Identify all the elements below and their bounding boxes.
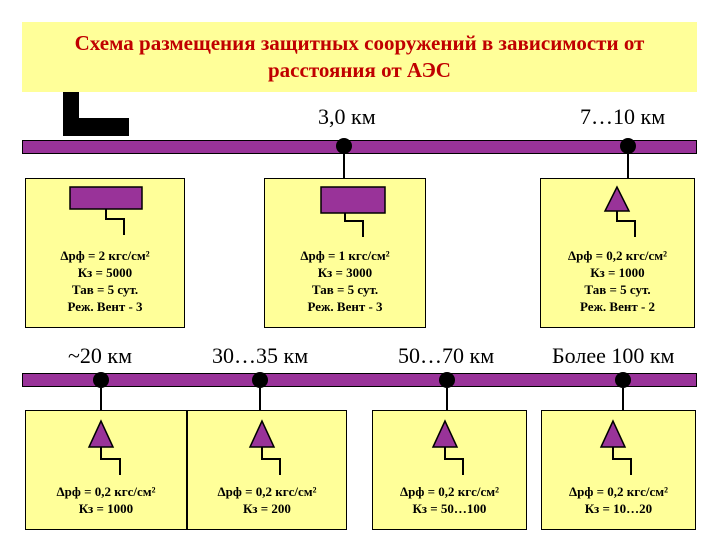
top-rail-node-1 <box>336 138 352 154</box>
top-distance-rail <box>22 140 697 154</box>
shelter-pressure: Δpф = 1 кгс/см² <box>300 248 390 263</box>
bottom-connector-1 <box>100 388 102 410</box>
shelter-ventilation-mode: Реж. Вент - 3 <box>307 299 383 314</box>
shelter-autonomy: Тав = 5 сут. <box>584 282 651 297</box>
top-connector-2 <box>343 154 345 178</box>
shelter-protection-factor: Кз = 10…20 <box>584 501 653 516</box>
shelter-pressure: Δpф = 0,2 кгс/см² <box>56 484 156 499</box>
triangle-shelter-icon <box>431 419 464 475</box>
shelter-ventilation-mode: Реж. Вент - 2 <box>579 299 656 314</box>
shelter-protection-factor: Кз = 1000 <box>590 265 645 280</box>
shelter-card-bottom-4: Δpф = 0,2 кгс/см² Кз = 10…20 <box>541 410 696 530</box>
diagram-title: Схема размещения защитных сооружений в з… <box>22 22 697 92</box>
shelter-protection-factor: Кз = 50…100 <box>412 501 487 516</box>
shelter-ventilation-mode: Реж. Вент - 3 <box>67 299 143 314</box>
bottom-rail-node-1 <box>93 372 109 388</box>
shelter-protection-factor: Кз = 5000 <box>77 265 133 280</box>
top-connector-3 <box>627 154 629 178</box>
shelter-protection-factor: Кз = 200 <box>243 501 291 516</box>
shelter-card-top-2: Δpф = 1 кгс/см² Кз = 3000 Тав = 5 сут. Р… <box>264 178 426 328</box>
bottom-connector-3 <box>446 388 448 410</box>
rectangle-shelter-icon <box>320 186 386 237</box>
bottom-rail-node-2 <box>252 372 268 388</box>
top-rail-node-2 <box>620 138 636 154</box>
shelter-pressure: Δpф = 0,2 кгс/см² <box>217 484 317 499</box>
shelter-pressure: Δpф = 0,2 кгс/см² <box>567 248 668 263</box>
bottom-rail-node-4 <box>615 372 631 388</box>
shelter-protection-factor: Кз = 3000 <box>317 265 373 280</box>
rectangle-shelter-icon <box>69 186 143 235</box>
nuclear-plant-base-icon <box>63 118 129 136</box>
distance-label-over-100km: Более 100 км <box>552 343 675 368</box>
triangle-shelter-icon <box>248 419 281 475</box>
triangle-shelter-icon <box>87 419 121 475</box>
distance-label-3km: 3,0 км <box>318 104 376 129</box>
distance-label-30-35km: 30…35 км <box>212 343 309 368</box>
distance-label-50-70km: 50…70 км <box>398 343 495 368</box>
shelter-pressure: Δpф = 0,2 кгс/см² <box>399 484 500 499</box>
shelter-card-top-3: Δpф = 0,2 кгс/см² Кз = 1000 Тав = 5 сут.… <box>540 178 695 328</box>
shelter-card-top-1: Δpф = 2 кгс/см² Кз = 5000 Тав = 5 сут. Р… <box>25 178 185 328</box>
triangle-shelter-icon <box>599 419 632 475</box>
shelter-pressure: Δpф = 0,2 кгс/см² <box>568 484 669 499</box>
bottom-distance-rail <box>22 373 697 387</box>
shelter-autonomy: Тав = 5 сут. <box>71 282 139 297</box>
bottom-rail-node-3 <box>439 372 455 388</box>
shelter-card-bottom-1: Δpф = 0,2 кгс/см² Кз = 1000 <box>25 410 187 530</box>
shelter-protection-factor: Кз = 1000 <box>78 501 134 516</box>
triangle-shelter-icon <box>603 185 636 237</box>
shelter-pressure: Δpф = 2 кгс/см² <box>60 248 150 263</box>
bottom-connector-2 <box>259 388 261 410</box>
shelter-card-bottom-2: Δpф = 0,2 кгс/см² Кз = 200 <box>187 410 347 530</box>
distance-label-20km: ~20 км <box>68 343 133 368</box>
shelter-autonomy: Тав = 5 сут. <box>311 282 379 297</box>
shelter-card-bottom-3: Δpф = 0,2 кгс/см² Кз = 50…100 <box>372 410 527 530</box>
bottom-connector-4 <box>622 388 624 410</box>
distance-label-7-10km: 7…10 км <box>580 104 666 129</box>
